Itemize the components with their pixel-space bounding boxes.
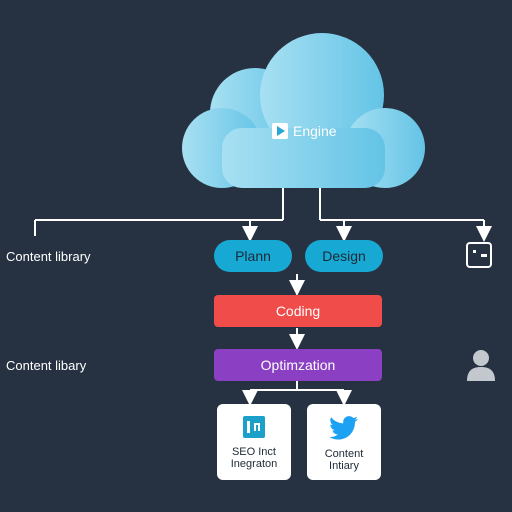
node-coding[interactable]: Coding — [214, 295, 382, 327]
node-optimization[interactable]: Optimzation — [214, 349, 382, 381]
side-label-content-libary: Content libary — [6, 358, 87, 373]
card-seo-integration[interactable]: SEO Inct Inegraton — [217, 404, 291, 480]
card-content-library[interactable]: Content Intiary — [307, 404, 381, 480]
card-seo-text: SEO Inct Inegraton — [231, 446, 277, 470]
engine-text: Engine — [293, 123, 337, 139]
card-content-line2: Intiary — [329, 460, 359, 472]
cloud-shape — [182, 33, 425, 188]
connector-lines — [34, 188, 492, 406]
monitor-icon[interactable] — [466, 242, 492, 268]
cloud-engine-label: Engine — [272, 122, 337, 140]
twitter-bird-icon — [329, 416, 358, 440]
node-design[interactable]: Design — [305, 240, 383, 272]
node-plan[interactable]: Plann — [214, 240, 292, 272]
card-content-text: Content Intiary — [325, 448, 364, 472]
card-content-line1: Content — [324, 448, 364, 460]
play-icon — [272, 123, 288, 139]
card-seo-line1: SEO Inct — [231, 446, 276, 458]
seo-icon — [243, 416, 265, 438]
card-seo-line2: Inegraton — [230, 458, 278, 470]
side-label-content-library: Content library — [6, 249, 91, 264]
user-avatar-icon[interactable] — [466, 348, 496, 382]
